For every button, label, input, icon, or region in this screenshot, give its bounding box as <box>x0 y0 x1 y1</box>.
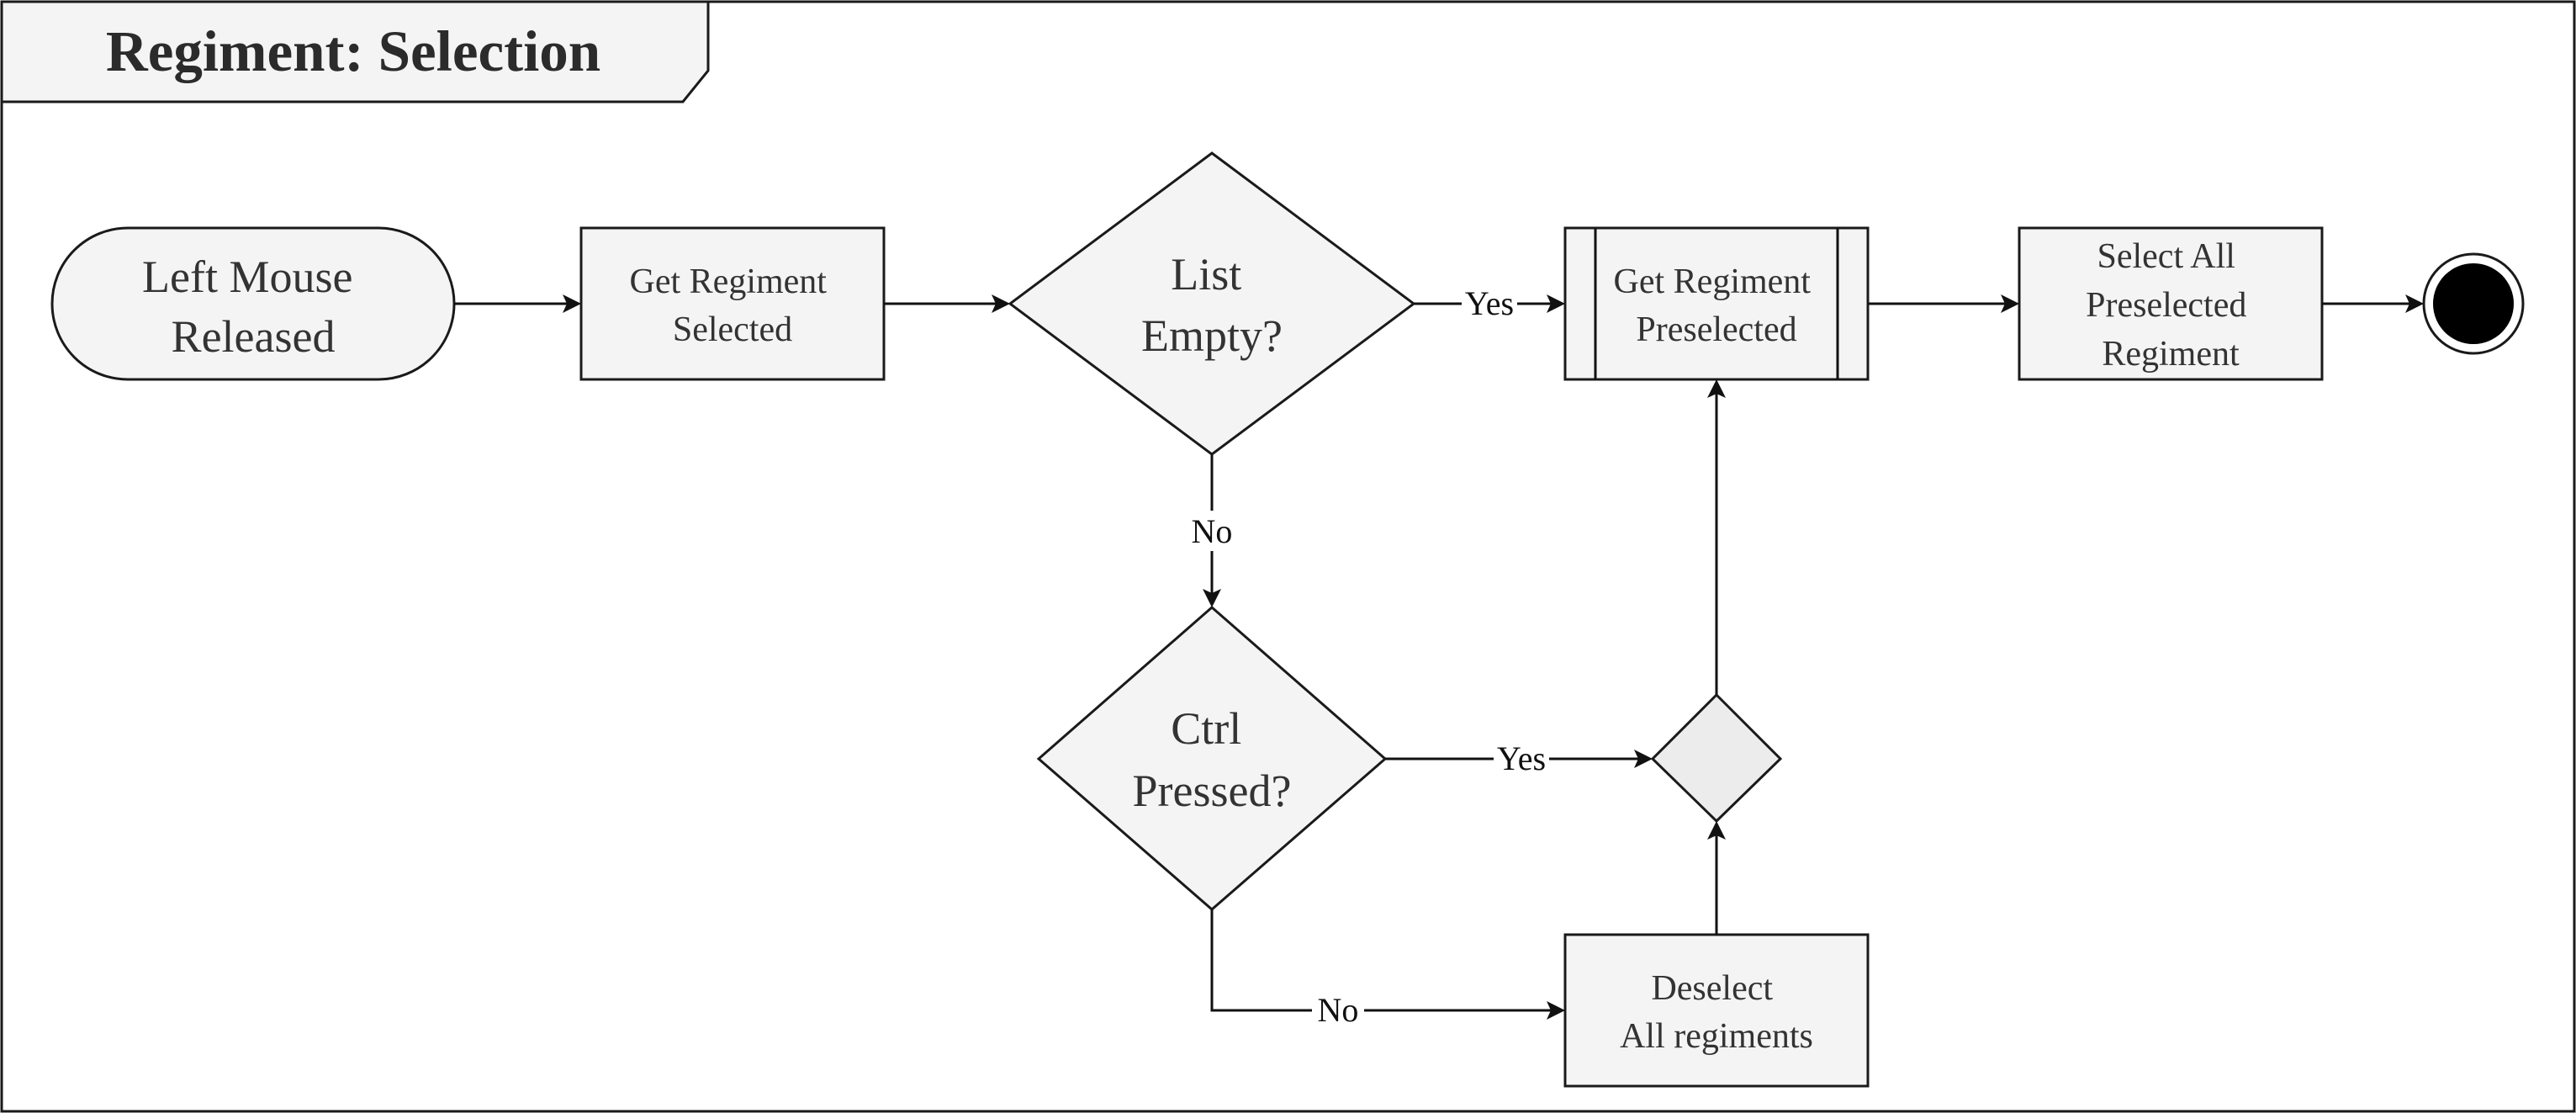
list-empty-decision <box>1008 151 1416 456</box>
get-regiment-preselected-node <box>1563 226 1870 381</box>
list-empty-label: List Empty? <box>1141 249 1283 361</box>
edge-label-list-empty-no: No <box>1192 512 1233 550</box>
edge-label-ctrl-no: No <box>1318 991 1359 1029</box>
arrowhead <box>992 294 1010 313</box>
arrowhead <box>1707 379 1726 398</box>
edge-label-bg <box>1186 511 1238 551</box>
arrowhead <box>1547 294 1565 313</box>
merge-node <box>1650 692 1783 824</box>
get-regiment-preselected-label: Get Regiment Preselected <box>1614 262 1820 349</box>
edge-label-bg <box>1462 283 1517 323</box>
arrowhead <box>1203 589 1221 607</box>
arrowhead <box>2001 294 2019 313</box>
end-node-inner <box>2433 263 2514 344</box>
select-all-preselected-node <box>2018 226 2324 381</box>
ctrl-pressed-label: Ctrl Pressed? <box>1133 703 1292 816</box>
arrowhead <box>1547 1001 1565 1020</box>
deselect-all-node <box>1563 933 1870 1088</box>
select-all-preselected-label: Select All Preselected Regiment <box>2086 237 2256 374</box>
get-regiment-selected-label: Get Regiment Selected <box>630 262 836 349</box>
diagram-title: Regiment: Selection <box>106 19 600 83</box>
get-regiment-selected-node <box>579 226 886 381</box>
ctrl-pressed-decision <box>1036 606 1388 911</box>
start-node-label: Left Mouse Released <box>142 252 364 362</box>
title-tab <box>0 0 710 103</box>
arrowhead <box>1634 750 1653 768</box>
edge-label-list-empty-yes: Yes <box>1465 284 1514 322</box>
arrowhead <box>1707 821 1726 840</box>
edge-label-ctrl-yes: Yes <box>1497 739 1546 777</box>
arrowhead <box>2405 294 2424 313</box>
edge-ctrl-no <box>1210 909 1551 1012</box>
arrowhead <box>563 294 581 313</box>
deselect-all-label: Deselect All regiments <box>1620 969 1813 1056</box>
edge-label-bg <box>1312 989 1364 1030</box>
edge-label-bg <box>1494 738 1549 778</box>
